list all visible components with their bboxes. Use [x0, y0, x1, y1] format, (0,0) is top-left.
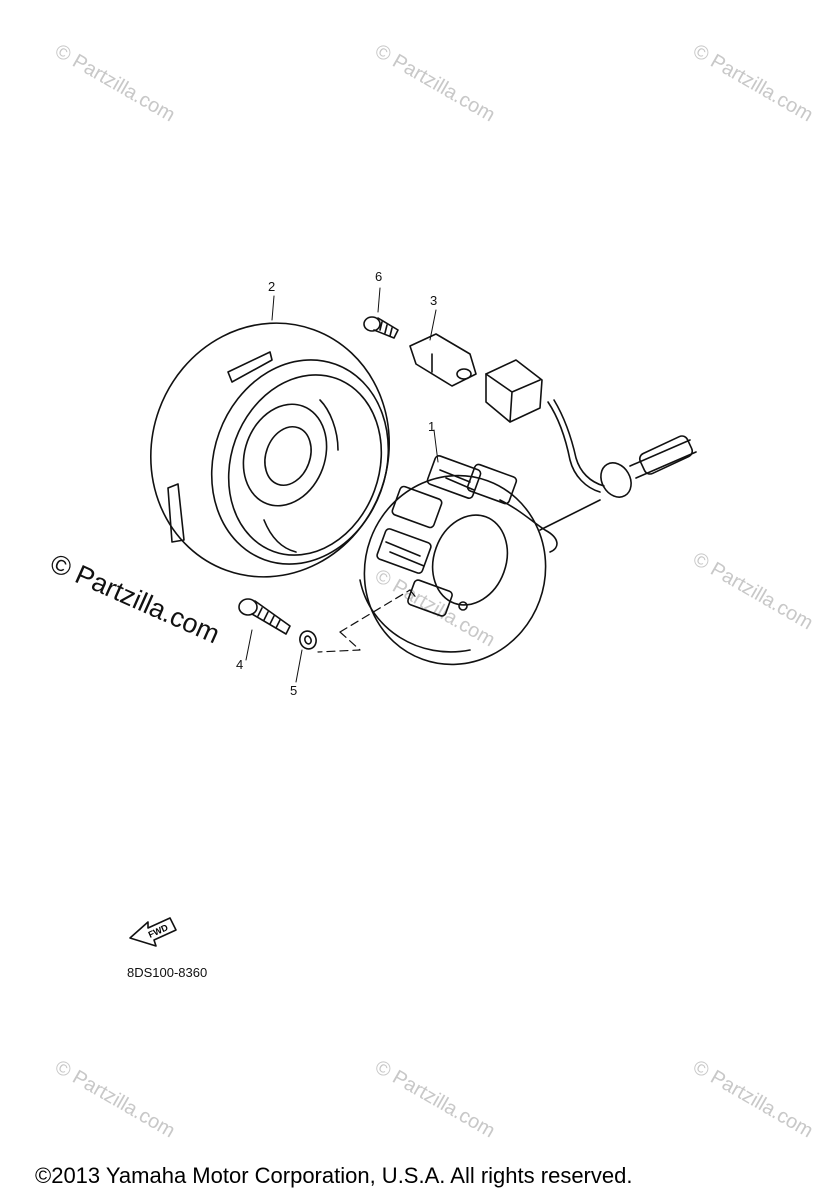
- copyright-notice: ©2013 Yamaha Motor Corporation, U.S.A. A…: [35, 1163, 633, 1188]
- callout-3: 3: [430, 293, 438, 308]
- bolt-4: [238, 598, 291, 635]
- callout-4: 4: [236, 657, 244, 672]
- flywheel-rotor: [149, 322, 391, 578]
- callout-2: 2: [268, 279, 276, 294]
- leader-lines: [245, 287, 439, 683]
- assembly-lines: [317, 589, 419, 653]
- callout-5: 5: [290, 683, 298, 698]
- wire-harness: [485, 359, 697, 498]
- stator: [359, 455, 601, 666]
- fwd-arrow-icon: FWD: [129, 917, 177, 947]
- diagram-code: 8DS100-8360: [127, 965, 208, 980]
- callout-1: 1: [428, 419, 436, 434]
- callout-6: 6: [375, 269, 383, 284]
- pickup-coil: [409, 333, 477, 387]
- screw-6: [363, 316, 399, 339]
- washer-5: [299, 630, 317, 650]
